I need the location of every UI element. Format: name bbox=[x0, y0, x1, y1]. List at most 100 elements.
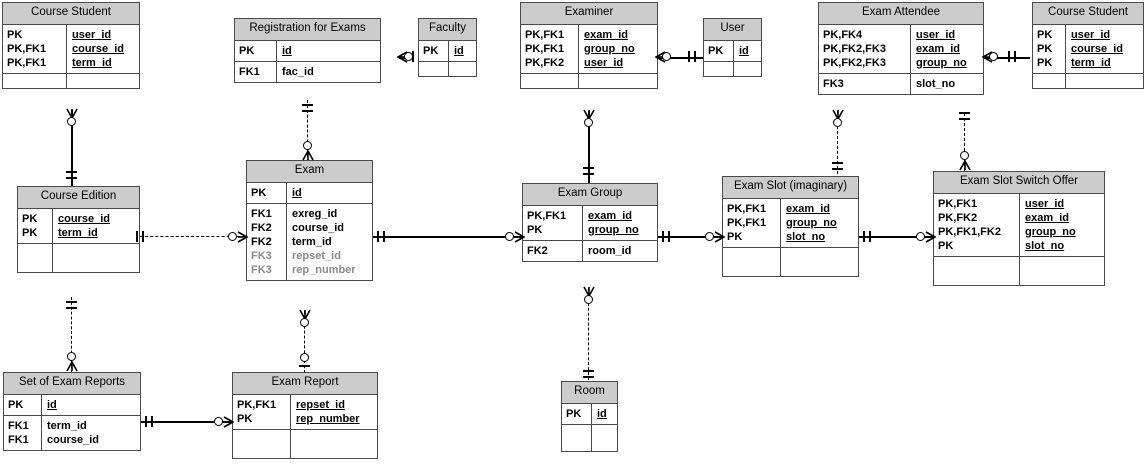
zero-circle-exam-group-bottom bbox=[584, 295, 593, 304]
entity-key-section: PK id bbox=[562, 403, 617, 424]
attr-column bbox=[67, 74, 76, 88]
entity-faculty[interactable]: Faculty PK id bbox=[418, 18, 477, 77]
attr-column: user_id exam_id group_no slot_no bbox=[1025, 197, 1076, 252]
attr-column: term_id course_id bbox=[47, 419, 99, 446]
zero-circle-set-reports-top bbox=[67, 352, 76, 361]
one-bar-exam-slot-right-b bbox=[869, 231, 871, 242]
key-column: PK bbox=[4, 394, 42, 415]
one-bar-exam-slot-top-a bbox=[832, 162, 843, 164]
attr-column bbox=[1020, 257, 1029, 285]
attr-column bbox=[291, 430, 300, 458]
one-bar-user-a bbox=[688, 51, 690, 62]
attr-column: user_id course_id term_id bbox=[1071, 28, 1123, 69]
attr-column bbox=[592, 425, 601, 439]
one-bar-course-edition-right-b bbox=[142, 231, 144, 242]
entity-title: Faculty bbox=[419, 19, 476, 41]
attr-column: exam_id group_no slot_no bbox=[786, 202, 837, 243]
zero-circle-examiner-bottom bbox=[584, 118, 593, 127]
one-bar-course-edition-bottom-a bbox=[66, 301, 77, 303]
entity-title: Set of Exam Reports bbox=[4, 373, 140, 395]
attr-column: slot_no bbox=[916, 77, 956, 90]
one-bar-exam-attendee-bottom-right-a bbox=[959, 112, 970, 114]
entity-title: Exam Slot (imaginary) bbox=[723, 177, 858, 199]
crowsfoot-exam-report-left bbox=[223, 416, 234, 428]
crowsfoot-exam-top bbox=[302, 150, 314, 161]
zero-circle-switch-offer-left bbox=[916, 232, 925, 241]
entity-user[interactable]: User PK id bbox=[703, 18, 762, 77]
attr-column: repset_id rep_number bbox=[296, 398, 360, 425]
one-bar-course-edition-bottom-b bbox=[66, 307, 77, 309]
one-bar-exam-group-top-a bbox=[583, 167, 594, 169]
entity-title: Exam Attendee bbox=[819, 3, 983, 25]
one-bar-exam-attendee-bottom-right-b bbox=[959, 118, 970, 120]
entity-key-section: PK id bbox=[704, 40, 761, 61]
entity-key-section: PK id bbox=[419, 40, 476, 61]
attr-column: user_id course_id term_id bbox=[72, 28, 124, 69]
key-column bbox=[233, 429, 291, 458]
key-column: PK bbox=[247, 182, 287, 203]
one-bar-exam-slot-top-b bbox=[832, 168, 843, 170]
one-bar-exam-group-right-a bbox=[662, 231, 664, 242]
entity-title: Exam bbox=[247, 161, 372, 183]
attr-column: id bbox=[454, 44, 464, 57]
entity-key-section: PK id bbox=[247, 182, 372, 203]
attr-column bbox=[449, 62, 458, 76]
entity-attr-section bbox=[3, 72, 139, 88]
one-bar-exam-group-right-b bbox=[668, 231, 670, 242]
entity-room[interactable]: Room PK id bbox=[561, 381, 618, 452]
one-bar-room-top-b bbox=[583, 376, 594, 378]
one-bar-course-student-right-a bbox=[1008, 51, 1010, 62]
entity-attr-section: FK3 slot_no bbox=[819, 72, 983, 94]
attr-column: room_id bbox=[588, 244, 632, 257]
entity-attr-section bbox=[723, 246, 858, 276]
zero-circle-exam-attendee-right bbox=[989, 52, 998, 61]
entity-exam[interactable]: Exam PK id FK1 FK2 FK2 FK3 FK3 exreg_id … bbox=[246, 160, 373, 281]
one-bar-exam-group-top-b bbox=[583, 173, 594, 175]
entity-title: Course Student bbox=[1033, 3, 1143, 25]
one-bar-exam-right-a bbox=[377, 231, 379, 242]
key-column bbox=[704, 61, 734, 76]
entity-attr-section bbox=[419, 60, 476, 76]
zero-circle-exam-top bbox=[303, 141, 312, 150]
one-bar-set-reports-right-b bbox=[151, 416, 153, 427]
entity-title: Exam Group bbox=[523, 184, 657, 206]
one-bar-exam-report-top bbox=[299, 365, 310, 367]
attr-column: id bbox=[47, 398, 57, 411]
crowsfoot-switch-offer-left bbox=[925, 231, 936, 243]
one-bar-exam-slot-right-a bbox=[863, 231, 865, 242]
attr-column: id bbox=[292, 186, 302, 199]
attr-column: exam_id group_no user_id bbox=[584, 28, 635, 69]
key-column: FK1 FK2 FK2 FK3 FK3 bbox=[247, 203, 287, 280]
key-column: FK3 bbox=[819, 73, 911, 94]
entity-attr-section bbox=[934, 255, 1104, 285]
zero-circle-exam-report-top bbox=[300, 353, 309, 362]
crowsfoot-exam-group-left bbox=[514, 231, 525, 243]
attr-column bbox=[734, 62, 743, 76]
entity-registration-for-exams[interactable]: Registration for Exams PK id FK1 fac_id bbox=[234, 18, 381, 83]
key-column: PK bbox=[419, 40, 449, 61]
key-column: PK bbox=[235, 40, 277, 61]
crowsfoot-exam-left bbox=[237, 231, 248, 243]
entity-attr-section bbox=[704, 60, 761, 76]
